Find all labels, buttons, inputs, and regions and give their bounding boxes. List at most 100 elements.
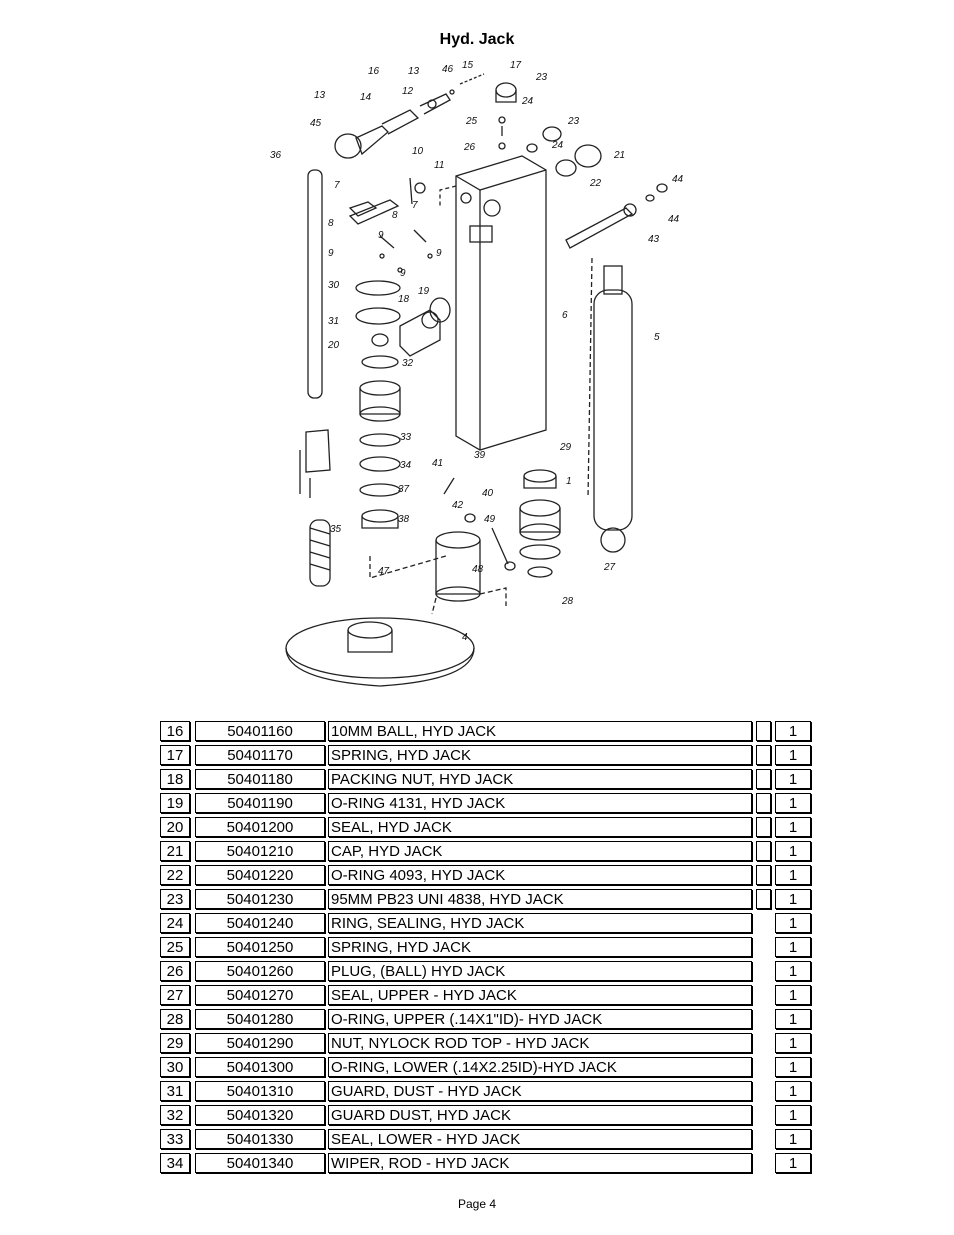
part-number-cell: 50401290 bbox=[195, 1033, 325, 1053]
part-number-cell: 50401260 bbox=[195, 961, 325, 981]
description-cell: PLUG, (BALL) HYD JACK bbox=[328, 961, 752, 981]
callout-7b: 7 bbox=[412, 200, 418, 211]
part-number-cell: 50401160 bbox=[195, 721, 325, 741]
quantity-cell: 1 bbox=[775, 1081, 811, 1101]
callout-17: 17 bbox=[510, 60, 522, 71]
part-number-cell: 50401330 bbox=[195, 1129, 325, 1149]
callout-5: 5 bbox=[654, 332, 660, 343]
description-cell: SEAL, LOWER - HYD JACK bbox=[328, 1129, 752, 1149]
item-number-cell: 20 bbox=[160, 817, 190, 837]
description-cell: O-RING, UPPER (.14X1"ID)- HYD JACK bbox=[328, 1009, 752, 1029]
item-number-cell: 30 bbox=[160, 1057, 190, 1077]
callout-49: 49 bbox=[484, 514, 496, 525]
part-number-cell: 50401220 bbox=[195, 865, 325, 885]
item-number-cell: 25 bbox=[160, 937, 190, 957]
quantity-cell: 1 bbox=[775, 889, 811, 909]
description-cell: O-RING 4131, HYD JACK bbox=[328, 793, 752, 813]
item-number-cell: 18 bbox=[160, 769, 190, 789]
description-cell: WIPER, ROD - HYD JACK bbox=[328, 1153, 752, 1173]
page-title: Hyd. Jack bbox=[439, 31, 515, 48]
callout-48: 48 bbox=[472, 564, 484, 575]
item-number-cell: 16 bbox=[160, 721, 190, 741]
description-cell: NUT, NYLOCK ROD TOP - HYD JACK bbox=[328, 1033, 752, 1053]
description-cell: RING, SEALING, HYD JACK bbox=[328, 913, 752, 933]
description-cell: CAP, HYD JACK bbox=[328, 841, 752, 861]
callout-42: 42 bbox=[452, 500, 464, 511]
quantity-cell: 1 bbox=[775, 961, 811, 981]
callout-45: 45 bbox=[310, 118, 322, 129]
item-number-cell: 27 bbox=[160, 985, 190, 1005]
page-number: Page 4 bbox=[457, 1197, 497, 1211]
description-cell: PACKING NUT, HYD JACK bbox=[328, 769, 752, 789]
part-number-cell: 50401280 bbox=[195, 1009, 325, 1029]
item-number-cell: 28 bbox=[160, 1009, 190, 1029]
callout-29: 29 bbox=[559, 442, 572, 453]
description-cell: 95MM PB23 UNI 4838, HYD JACK bbox=[328, 889, 752, 909]
item-number-cell: 24 bbox=[160, 913, 190, 933]
callout-36: 36 bbox=[270, 150, 282, 161]
part-handle-36 bbox=[307, 169, 323, 399]
part-base-4 bbox=[285, 617, 475, 679]
item-number-cell: 29 bbox=[160, 1033, 190, 1053]
part-number-cell: 50401230 bbox=[195, 889, 325, 909]
callout-20: 20 bbox=[327, 340, 340, 351]
part-packing-nut-18 bbox=[399, 309, 441, 357]
callout-23: 23 bbox=[535, 72, 548, 83]
callout-4: 4 bbox=[462, 632, 468, 643]
callout-31: 31 bbox=[328, 316, 339, 327]
callout-23b: 23 bbox=[567, 116, 580, 127]
part-plug-23 bbox=[495, 82, 517, 98]
quantity-cell: 1 bbox=[775, 1033, 811, 1053]
item-number-cell: 17 bbox=[160, 745, 190, 765]
quantity-cell: 1 bbox=[775, 985, 811, 1005]
callout-25: 25 bbox=[465, 116, 478, 127]
callout-24b: 24 bbox=[551, 140, 564, 151]
description-cell: SPRING, HYD JACK bbox=[328, 745, 752, 765]
item-number-cell: 33 bbox=[160, 1129, 190, 1149]
callout-15: 15 bbox=[462, 60, 474, 71]
callout-27: 27 bbox=[603, 562, 616, 573]
callout-9d: 9 bbox=[400, 268, 406, 279]
part-cap-21 bbox=[574, 144, 602, 168]
part-number-cell: 50401320 bbox=[195, 1105, 325, 1125]
callout-12: 12 bbox=[402, 86, 414, 97]
callout-18: 18 bbox=[398, 294, 410, 305]
blank-box-cell bbox=[756, 769, 771, 789]
blank-box-cell bbox=[756, 889, 771, 909]
item-number-cell: 31 bbox=[160, 1081, 190, 1101]
callout-9: 9 bbox=[378, 230, 384, 241]
part-number-cell: 50401270 bbox=[195, 985, 325, 1005]
callout-19: 19 bbox=[418, 286, 430, 297]
callout-38: 38 bbox=[398, 514, 410, 525]
item-number-cell: 23 bbox=[160, 889, 190, 909]
callout-21: 21 bbox=[613, 150, 625, 161]
part-number-cell: 50401250 bbox=[195, 937, 325, 957]
quantity-cell: 1 bbox=[775, 1153, 811, 1173]
quantity-cell: 1 bbox=[775, 745, 811, 765]
part-number-cell: 50401340 bbox=[195, 1153, 325, 1173]
description-cell: 10MM BALL, HYD JACK bbox=[328, 721, 752, 741]
callout-39: 39 bbox=[474, 450, 486, 461]
blank-box-cell bbox=[756, 793, 771, 813]
description-cell: SPRING, HYD JACK bbox=[328, 937, 752, 957]
callout-13b: 13 bbox=[314, 90, 326, 101]
callout-8: 8 bbox=[328, 218, 334, 229]
callout-9b: 9 bbox=[328, 248, 334, 259]
description-cell: O-RING 4093, HYD JACK bbox=[328, 865, 752, 885]
callout-41: 41 bbox=[432, 458, 443, 469]
quantity-cell: 1 bbox=[775, 913, 811, 933]
quantity-cell: 1 bbox=[775, 865, 811, 885]
callout-26: 26 bbox=[463, 142, 476, 153]
part-release-knob bbox=[334, 133, 362, 159]
callout-44b: 44 bbox=[668, 214, 680, 225]
callout-14: 14 bbox=[360, 92, 372, 103]
item-number-cell: 22 bbox=[160, 865, 190, 885]
quantity-cell: 1 bbox=[775, 937, 811, 957]
callout-28: 28 bbox=[561, 596, 574, 607]
quantity-cell: 1 bbox=[775, 841, 811, 861]
quantity-cell: 1 bbox=[775, 1129, 811, 1149]
description-cell: SEAL, HYD JACK bbox=[328, 817, 752, 837]
blank-box-cell bbox=[756, 841, 771, 861]
quantity-cell: 1 bbox=[775, 793, 811, 813]
blank-box-cell bbox=[756, 745, 771, 765]
